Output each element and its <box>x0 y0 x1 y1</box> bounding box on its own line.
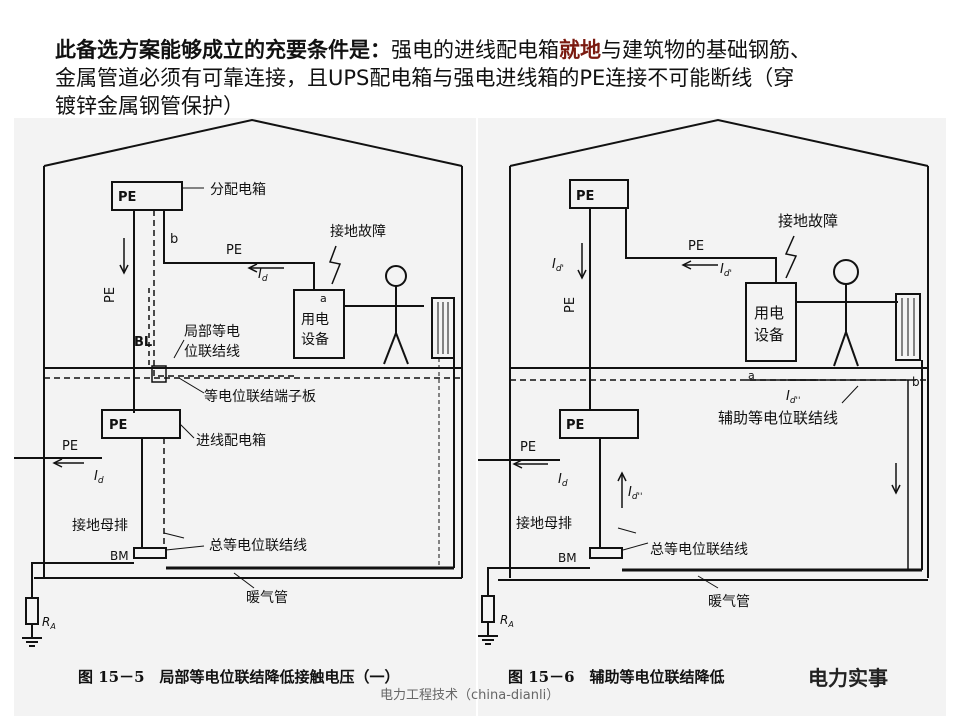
pe-box-top <box>111 181 183 211</box>
fault-bolt <box>328 245 342 285</box>
ra-resistor <box>25 597 39 625</box>
pe-box-top <box>569 179 629 209</box>
fig2-b-label: b <box>912 375 920 389</box>
slide-title: 此备选方案能够成立的充要条件是：强电的进线配电箱就地与建筑物的基础钢筋、 金属管… <box>55 36 935 120</box>
ra-resistor <box>481 595 495 623</box>
radiator <box>431 297 455 359</box>
fig1-terminal-label: 等电位联结端子板 <box>204 388 316 405</box>
figure-15-6-drawing: PE 接地故障 PE Id' Id' PE 用电 设备 a b Id'' 辅助等… <box>478 118 929 645</box>
watermark-logo: 电力实事 <box>808 666 888 690</box>
fig1-equip-line2: 设备 <box>301 331 329 348</box>
fig1-id-label: Id <box>258 267 268 284</box>
fig2-id-vertical-label: Id' <box>552 257 564 274</box>
figure-15-5-caption: 图 15－5 局部等电位联结降低接触电压（一） <box>78 668 400 686</box>
fig1-bm-label: BM <box>110 549 129 563</box>
fig1-in-box-label: 进线配电箱 <box>196 433 266 449</box>
fig2-equip-line2: 设备 <box>754 326 784 344</box>
figure-15-5-drawing: PE 分配电箱 b PE Id PE 接地故障 a 用电 设备 BL 局部等电 … <box>14 118 463 647</box>
fig1-bl-label: BL <box>134 335 152 350</box>
fig2-bm-label: BM <box>558 551 577 565</box>
fig1-pe-left-label: PE <box>62 439 78 454</box>
person-leg-l <box>383 332 397 365</box>
figure-15-6-caption: 图 15－6 辅助等电位联结降低 <box>508 668 725 686</box>
figure-15-5: PE 分配电箱 b PE Id PE 接地故障 a 用电 设备 BL 局部等电 … <box>14 118 476 716</box>
fig1-ra-label: RA <box>42 615 56 631</box>
fig2-equip-line1: 用电 <box>754 304 784 322</box>
fig2-pe-vertical-label: PE <box>563 297 578 313</box>
figure-15-6: PE 接地故障 PE Id' Id' PE 用电 设备 a b Id'' 辅助等… <box>478 118 946 716</box>
fig1-local-bond-1: 局部等电 <box>184 323 240 340</box>
title-text-1: 强电的进线配电箱 <box>391 38 559 62</box>
fig1-equip-line1: 用电 <box>301 312 329 328</box>
fig1-pe-in-box: PE <box>109 418 127 433</box>
equipment-box <box>745 282 797 362</box>
watermark-source: 电力工程技术（china-dianli） <box>380 688 560 703</box>
fig2-fault-label: 接地故障 <box>778 212 838 230</box>
person-head <box>385 265 407 287</box>
fault-bolt <box>784 235 798 279</box>
local-bond-dashed <box>153 210 294 377</box>
bm-busbar <box>589 547 623 559</box>
fig1-main-bond-label: 总等电位联结线 <box>209 537 307 554</box>
fig1-busbar-label: 接地母排 <box>72 517 128 534</box>
pe-branch-b <box>163 210 315 290</box>
title-bold-jiudi: 就地 <box>559 38 601 62</box>
person-leg-r <box>845 331 859 367</box>
title-line-3: 镀锌金属钢管保护） <box>55 94 244 118</box>
fig2-pipe-label: 暖气管 <box>708 594 750 610</box>
fig2-main-bond-label: 总等电位联结线 <box>650 541 748 558</box>
fig2-pe-left-label: PE <box>520 440 536 455</box>
fig2-busbar-label: 接地母排 <box>516 515 572 532</box>
bm-busbar <box>133 547 167 559</box>
fig2-id-pp-label: Id'' <box>786 389 801 406</box>
fig2-pe-h-label: PE <box>688 239 704 254</box>
fig1-pe-vertical-label: PE <box>103 287 118 303</box>
fig1-pipe-label: 暖气管 <box>246 590 288 606</box>
fig1-local-bond-2: 位联结线 <box>184 344 240 360</box>
fig1-dist-box-label: 分配电箱 <box>210 182 266 198</box>
person-leg-r <box>395 332 409 365</box>
person-head <box>833 259 859 285</box>
roof <box>509 118 929 167</box>
fig2-id-left-label: Id <box>558 472 568 489</box>
fig2-pe-in-box: PE <box>566 418 584 433</box>
fig2-aux-bond-label: 辅助等电位联结线 <box>718 409 838 427</box>
title-text-1b: 与建筑物的基础钢筋、 <box>601 38 811 62</box>
fig1-b-label: b <box>170 232 178 247</box>
title-line-2: 金属管道必须有可靠连接，且UPS配电箱与强电进线箱的PE连接不可能断线（穿 <box>55 66 795 90</box>
fig1-a-label: a <box>320 292 327 305</box>
roof <box>43 118 463 167</box>
fig1-fault-label: 接地故障 <box>330 223 386 240</box>
fig2-a-label: a <box>748 369 755 382</box>
fig2-id-horizontal-label: Id' <box>720 262 732 279</box>
fig1-id2-label: Id <box>94 469 104 486</box>
earth-conductor <box>487 567 590 580</box>
earth-conductor <box>31 562 134 578</box>
title-bold-prefix: 此备选方案能够成立的充要条件是： <box>55 38 391 62</box>
bl-terminal <box>151 365 167 383</box>
fig2-ra-label: RA <box>500 613 514 629</box>
fig1-pe-h-label: PE <box>226 243 242 258</box>
fig2-pe-top: PE <box>576 189 594 204</box>
person-leg-l <box>833 331 847 367</box>
fig1-pe-top: PE <box>118 190 136 205</box>
fig2-id-up-label: Id'' <box>628 485 643 502</box>
radiator <box>895 293 921 361</box>
pe-branch <box>625 208 777 283</box>
equipment-box <box>293 289 345 359</box>
